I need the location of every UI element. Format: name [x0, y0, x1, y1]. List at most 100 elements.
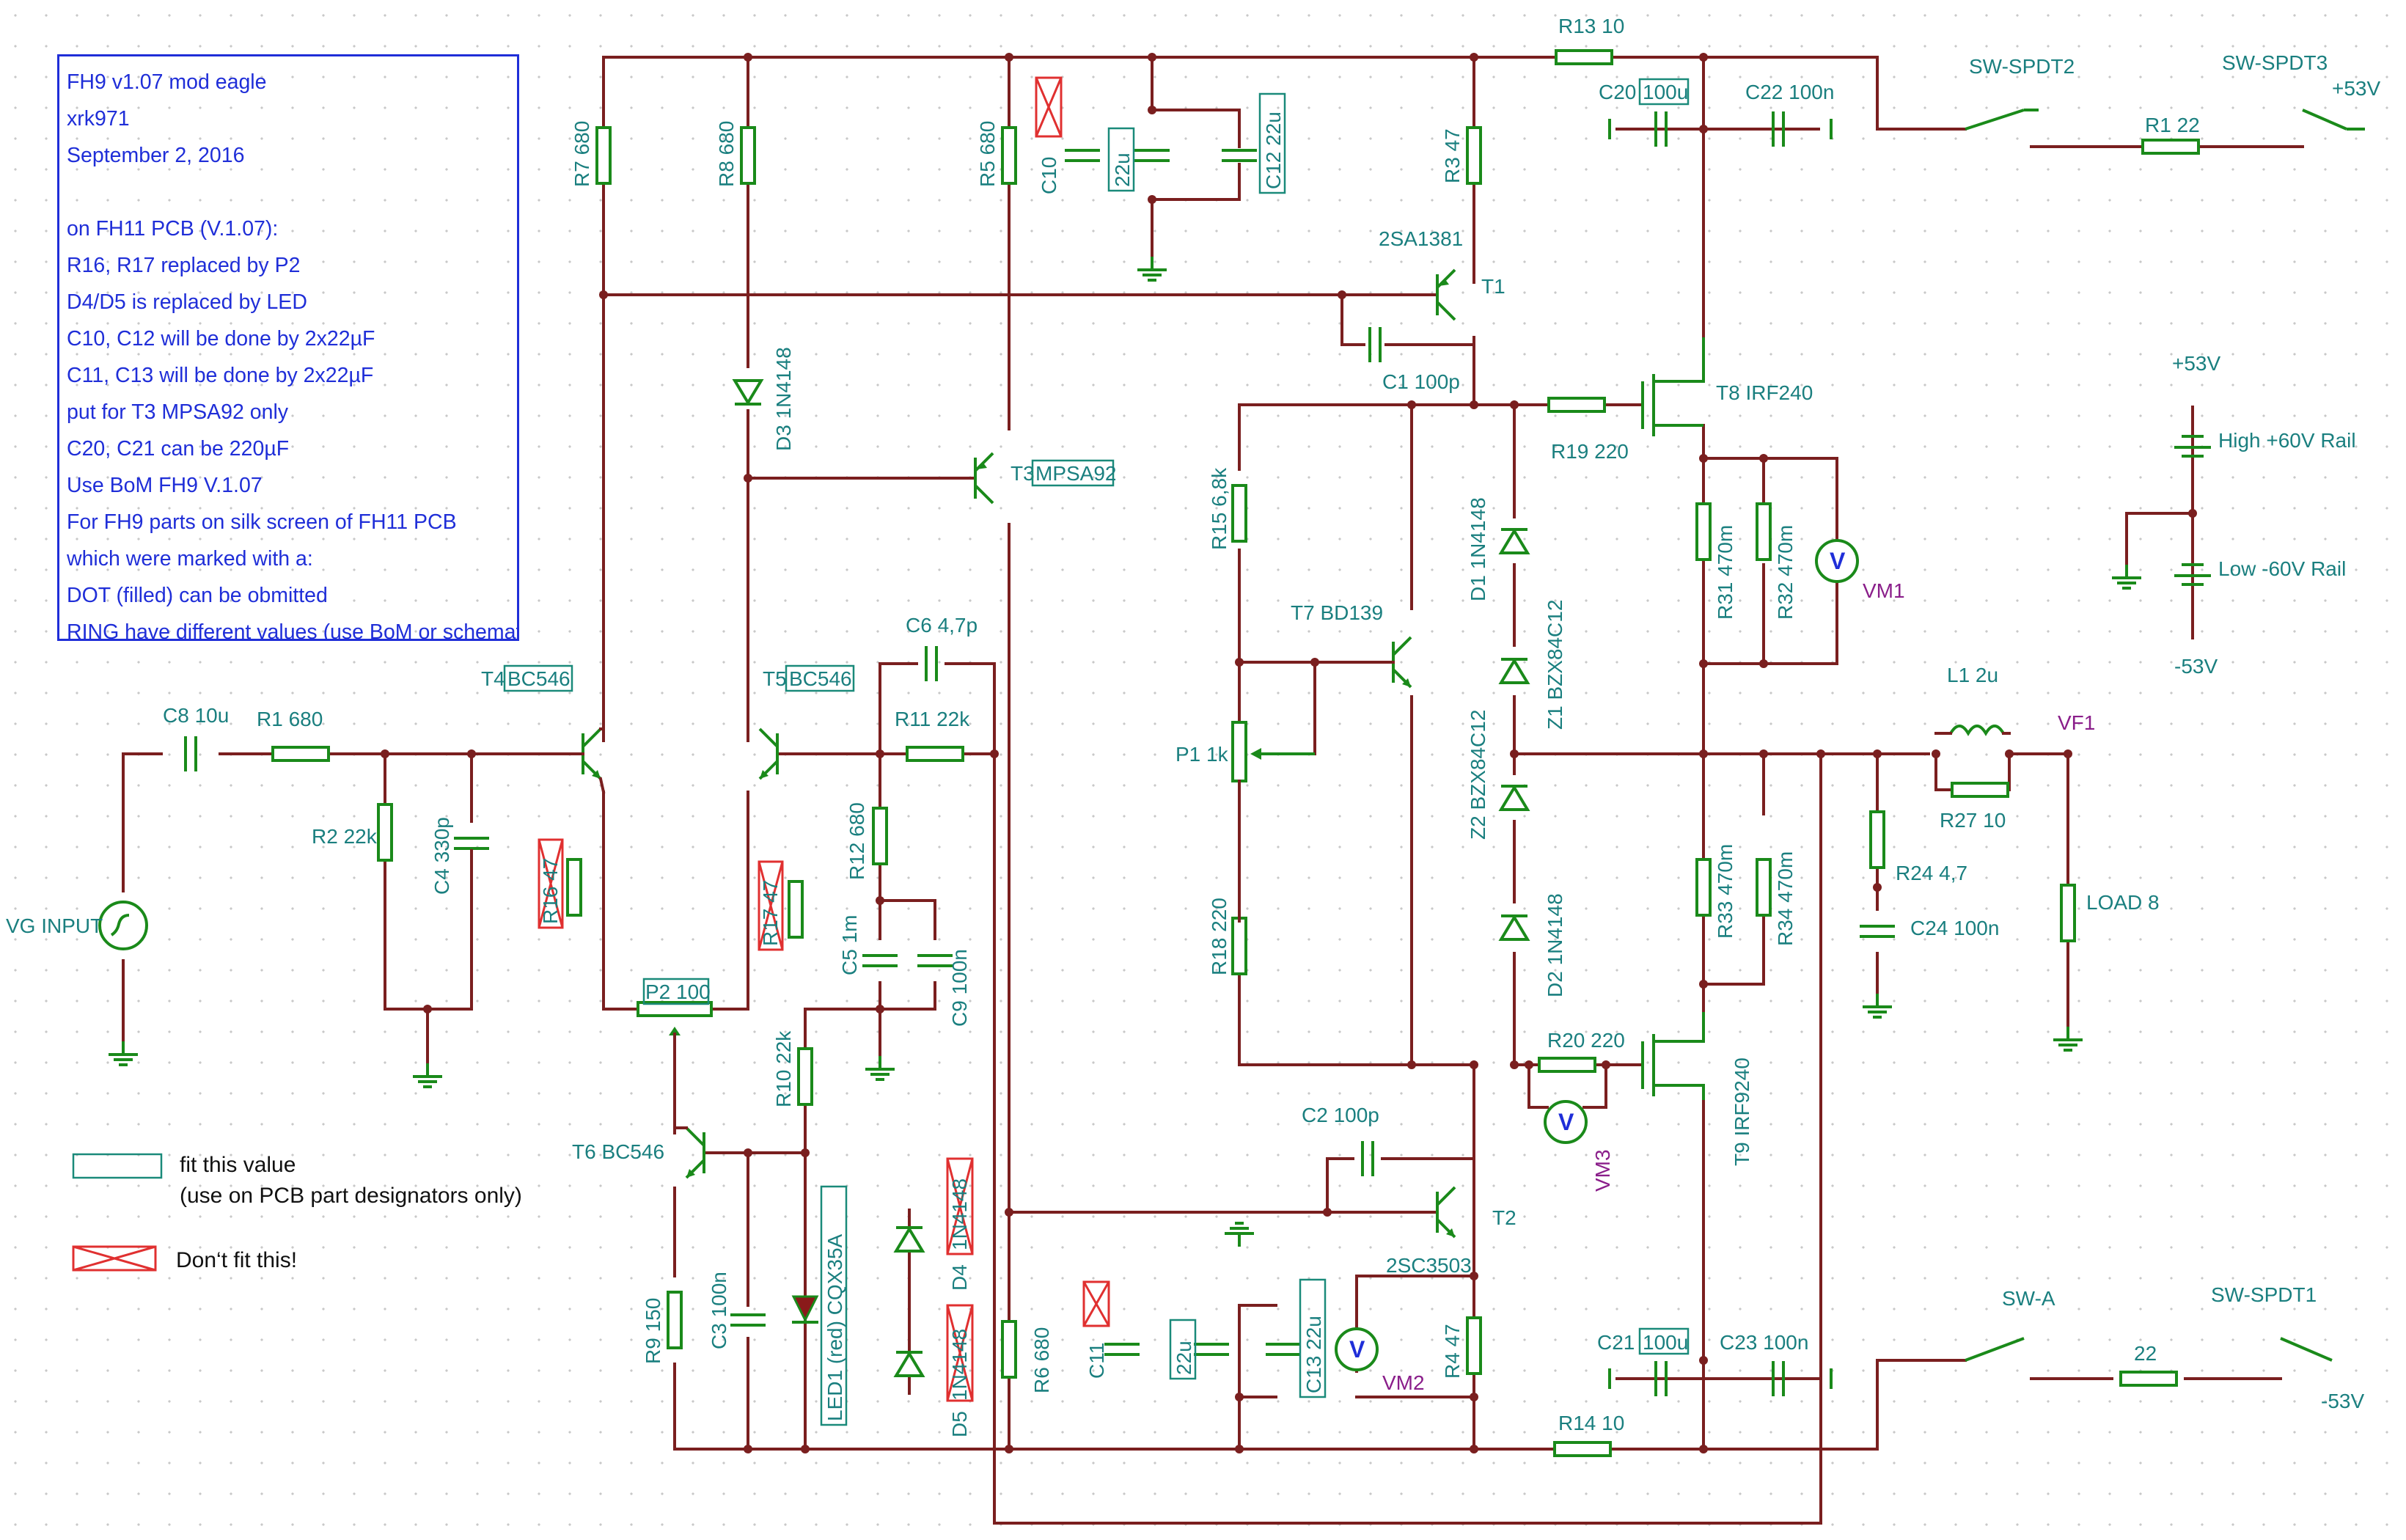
ground-icon — [411, 1062, 444, 1088]
label-vm3: VM3 — [1591, 1149, 1614, 1192]
resistor-r20 — [1538, 1057, 1596, 1073]
inductor-l1 — [1949, 725, 2005, 736]
resistor-r31 — [1695, 502, 1712, 561]
label-vm2: VM2 — [1382, 1371, 1425, 1394]
label-t5: T5 — [763, 667, 787, 690]
label-r9: R9 150 — [642, 1298, 664, 1364]
battery-high-rail — [2174, 435, 2211, 458]
resistor-r32 — [1756, 502, 1772, 561]
label-d4: D4 — [948, 1264, 971, 1291]
label-minus53-bottom: -53V — [2321, 1390, 2364, 1412]
label-d5-value: 1N4148 — [948, 1329, 971, 1401]
transistor-t3 — [974, 452, 994, 505]
legend-dont-fit-swatch — [72, 1245, 157, 1272]
resistor-r17 — [788, 880, 804, 939]
potentiometer-p2 — [637, 1001, 713, 1017]
note-line: on FH11 PCB (V.1.07): — [67, 217, 279, 241]
diode-d4 — [895, 1226, 924, 1253]
label-2sc3503: 2SC3503 — [1386, 1254, 1472, 1277]
legend-dont-fit-text: Don‘t fit this! — [176, 1248, 297, 1272]
label-sw-spdt3: SW-SPDT3 — [2222, 51, 2328, 74]
voltmeter-vm2 — [1335, 1327, 1379, 1371]
capacitor-c24 — [1858, 925, 1896, 938]
label-c10: C10 — [1038, 157, 1060, 194]
capacitor-c10 — [1063, 149, 1101, 162]
resistor-r33 — [1695, 858, 1712, 917]
signal-source-icon — [98, 901, 148, 950]
label-c23: C23 100n — [1720, 1331, 1808, 1354]
label-c12: C12 22u — [1262, 111, 1285, 189]
label-sw-spdt1: SW-SPDT1 — [2211, 1283, 2317, 1306]
label-2sa1381: 2SA1381 — [1379, 227, 1463, 250]
label-r11: R11 22k — [895, 708, 970, 730]
resistor-r19 — [1547, 397, 1606, 413]
resistor-r4 — [1466, 1316, 1482, 1375]
transistor-t4 — [582, 727, 602, 780]
note-line: FH9 v1.07 mod eagle — [67, 70, 267, 94]
transistor-t6 — [685, 1126, 705, 1179]
note-line: D4/D5 is replaced by LED — [67, 290, 307, 314]
resistor-r5 — [1001, 126, 1017, 185]
label-r2: R2 22k — [312, 825, 378, 848]
voltmeter-vm1 — [1815, 539, 1859, 583]
resistor-r24 — [1869, 810, 1885, 869]
label-c20: C20 — [1599, 81, 1636, 103]
label-plus53-top: +53V — [2332, 77, 2380, 100]
resistor-r10 — [797, 1047, 813, 1106]
label-r33: R33 470m — [1714, 844, 1736, 939]
label-r18: R18 220 — [1208, 898, 1230, 975]
zener-z1 — [1500, 658, 1529, 684]
label-plus53-rail: +53V — [2172, 352, 2220, 375]
label-c4: C4 330p — [430, 817, 453, 895]
label-r19: R19 220 — [1551, 440, 1629, 463]
label-t1: T1 — [1481, 275, 1505, 298]
zener-z2 — [1500, 785, 1529, 811]
label-minus53-rail: -53V — [2174, 655, 2218, 678]
label-vf1: VF1 — [2058, 711, 2095, 734]
label-c1: C1 100p — [1382, 370, 1460, 393]
label-low-rail: Low -60V Rail — [2218, 557, 2346, 580]
label-t4-value: BC546 — [507, 667, 571, 690]
label-r15: R15 6,8k — [1208, 467, 1230, 550]
diode-d1 — [1500, 528, 1529, 554]
label-d5: D5 — [948, 1411, 971, 1437]
label-high-rail: High +60V Rail — [2218, 429, 2356, 452]
capacitor-c4 — [452, 837, 491, 850]
label-c9: C9 100n — [948, 949, 971, 1027]
label-l1: L1 2u — [1947, 664, 1998, 686]
transistor-t5 — [758, 727, 779, 780]
resistor-r11 — [906, 746, 964, 762]
label-r6: R6 680 — [1030, 1327, 1053, 1393]
label-t9: T9 IRF9240 — [1731, 1057, 1753, 1166]
resistor-r34 — [1756, 858, 1772, 917]
note-line: September 2, 2016 — [67, 144, 245, 167]
mosfet-t9 — [1641, 1012, 1705, 1100]
capacitor-c8 — [184, 735, 197, 773]
capacitor-c11 — [1103, 1343, 1141, 1356]
ground-icon — [2110, 563, 2143, 590]
capacitor-c10b — [1133, 149, 1171, 162]
switch-sw-a — [1965, 1337, 2025, 1362]
ground-icon — [1861, 992, 1893, 1019]
transistor-t7 — [1392, 636, 1412, 689]
label-load: LOAD 8 — [2086, 891, 2160, 914]
resistor-22 — [2119, 1371, 2178, 1387]
note-line: Use BoM FH9 V.1.07 — [67, 474, 263, 497]
note-line: RING have different values (use BoM or s… — [67, 620, 519, 641]
voltmeter-vm3 — [1544, 1100, 1588, 1144]
notes-box: FH9 v1.07 mod eagle xrk971 September 2, … — [57, 54, 519, 641]
resistor-r18 — [1231, 917, 1247, 975]
potentiometer-p1 — [1231, 721, 1247, 782]
resistor-r6 — [1001, 1320, 1017, 1379]
label-r31: R31 470m — [1714, 525, 1736, 620]
capacitor-c3 — [729, 1313, 767, 1327]
label-t3: T3 — [1011, 462, 1035, 485]
note-line: C10, C12 will be done by 2x22µF — [67, 327, 375, 351]
resistor-r27 — [1951, 782, 2009, 798]
resistor-r1 — [271, 746, 330, 762]
label-r16: R16 47 — [539, 858, 562, 924]
label-t8: T8 IRF240 — [1716, 381, 1813, 404]
diode-d3 — [733, 379, 763, 406]
label-d1: D1 1N4148 — [1467, 497, 1489, 601]
